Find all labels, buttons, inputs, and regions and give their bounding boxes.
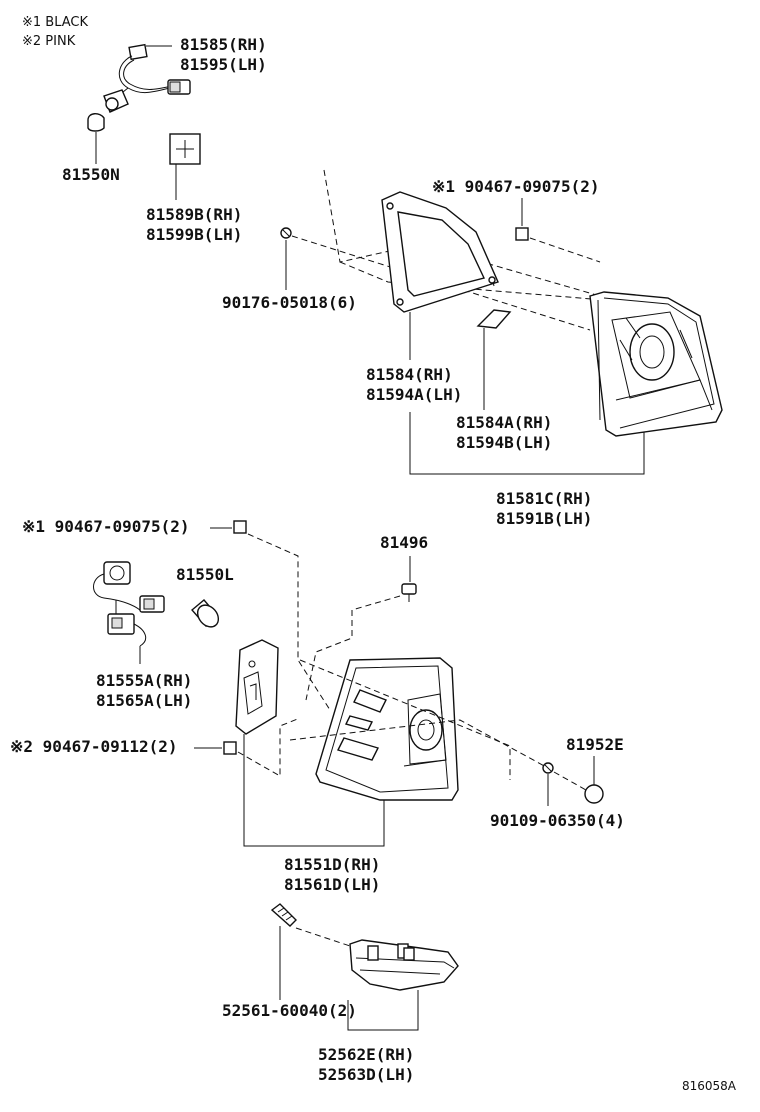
bracket-52562e xyxy=(347,990,419,1031)
grommet-81496-drawing xyxy=(401,583,417,602)
screw-90109-axis-line xyxy=(553,771,587,791)
label-81591b-lh: 81591B(LH) xyxy=(496,509,592,528)
upper-mount-outline-b xyxy=(339,261,605,301)
label-81581c-rh: 81581C(RH) xyxy=(496,489,592,508)
screw-90109-drawing xyxy=(542,762,554,774)
clip-90467-09112-drawing xyxy=(223,741,237,755)
label-81550n: 81550N xyxy=(62,165,120,184)
label-81496: 81496 xyxy=(380,533,428,552)
grommet-axis-line xyxy=(305,595,401,701)
clip-90467-top-drawing xyxy=(515,227,529,241)
label-52561-60040: 52561-60040(2) xyxy=(222,1001,357,1020)
label-81584-rh: 81584(RH) xyxy=(366,365,453,384)
label-90467-09075-mid: ※1 90467-09075(2) xyxy=(22,517,190,536)
socket-wire-81555a-drawing xyxy=(93,561,165,647)
label-81585-rh: 81585(RH) xyxy=(180,35,267,54)
screw-90176-axis-line xyxy=(291,235,591,331)
label-52563d-lh: 52563D(LH) xyxy=(318,1065,414,1084)
label-90467-09112: ※2 90467-09112(2) xyxy=(10,737,178,756)
bulb-81550l-drawing xyxy=(191,599,220,628)
rear-lamp-81581c-drawing xyxy=(589,291,723,437)
label-81594b-lh: 81594B(LH) xyxy=(456,433,552,452)
rear-lamp-81551d-drawing xyxy=(315,657,459,801)
label-90176-05018: 90176-05018(6) xyxy=(222,293,357,312)
legend-note-black: ※1 BLACK xyxy=(22,15,88,30)
label-81599b-lh: 81599B(LH) xyxy=(146,225,242,244)
diagram-reference-code: 816058A xyxy=(682,1079,737,1093)
gasket-frame-81584-drawing xyxy=(381,191,499,313)
label-81555a-rh: 81555A(RH) xyxy=(96,671,192,690)
gasket-sheet-81589b-drawing xyxy=(169,133,201,165)
label-90467-09075-top: ※1 90467-09075(2) xyxy=(432,177,600,196)
small-gasket-81584a-drawing xyxy=(476,309,512,329)
screw-52561-drawing xyxy=(270,903,297,927)
label-52562e-rh: 52562E(RH) xyxy=(318,1045,414,1064)
legend-note-pink: ※2 PINK xyxy=(22,34,76,49)
clip-top-axis-line xyxy=(529,237,601,263)
label-81589b-rh: 81589B(RH) xyxy=(146,205,242,224)
bracket-81551d xyxy=(243,734,385,847)
clip-09112-axis-line xyxy=(237,717,301,777)
socket-wire-81585-drawing xyxy=(87,43,191,132)
label-81565a-lh: 81565A(LH) xyxy=(96,691,192,710)
lower-mount-outline-a xyxy=(299,659,511,780)
lower-mount-outline-b xyxy=(289,719,549,769)
label-81595-lh: 81595(LH) xyxy=(180,55,267,74)
screw-90176-drawing xyxy=(280,227,292,239)
lamp-gasket-plate-drawing xyxy=(235,639,279,735)
bumper-bracket-52562e-drawing xyxy=(349,939,459,991)
label-90109-06350: 90109-06350(4) xyxy=(490,811,625,830)
label-81584a-rh: 81584A(RH) xyxy=(456,413,552,432)
label-81550l: 81550L xyxy=(176,565,234,584)
clip-90467-mid-drawing xyxy=(233,520,247,534)
label-81551d-rh: 81551D(RH) xyxy=(284,855,380,874)
screw-52561-axis-line xyxy=(295,927,351,947)
bracket-81581c xyxy=(409,412,645,475)
cap-81952e-drawing xyxy=(584,784,604,804)
label-81952e: 81952E xyxy=(566,735,624,754)
label-81594a-lh: 81594A(LH) xyxy=(366,385,462,404)
label-81561d-lh: 81561D(LH) xyxy=(284,875,380,894)
